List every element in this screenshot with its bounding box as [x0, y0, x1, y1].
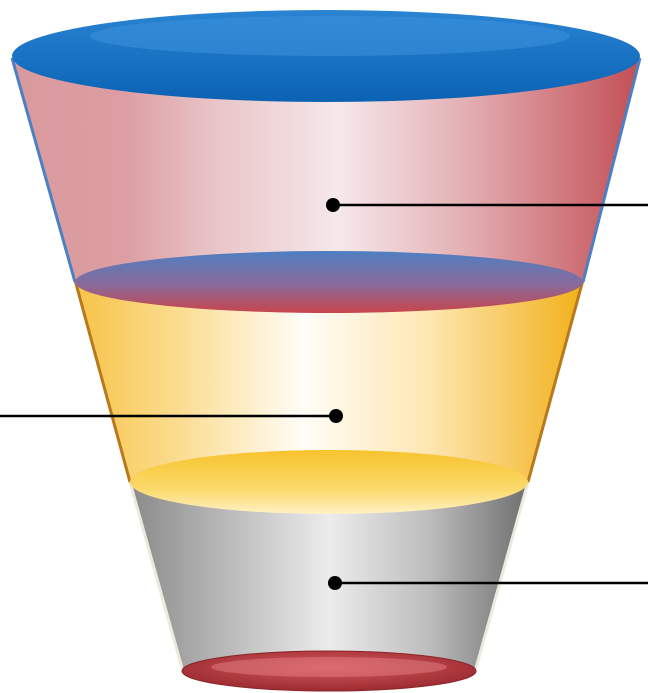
- funnel-band-middle: [75, 280, 583, 482]
- funnel-band-top: [12, 58, 640, 282]
- funnel-stage-top: [10, 10, 642, 313]
- funnel-rim-top-separator: [75, 251, 583, 313]
- funnel-edge-middle-right: [526, 279, 585, 483]
- callout-bottom: [328, 576, 648, 590]
- funnel-edge-middle-left: [73, 279, 132, 483]
- funnel-opening-highlight: [90, 16, 570, 56]
- callout-top: [326, 198, 648, 212]
- callout-dot-top: [326, 198, 340, 212]
- funnel-rim-middle: [130, 450, 528, 514]
- funnel-edge-top-right: [581, 57, 642, 283]
- funnel-base-highlight: [211, 657, 447, 677]
- callout-dot-middle: [329, 409, 343, 423]
- funnel-edge-top-left: [10, 57, 77, 283]
- funnel-edge-bottom-right: [474, 481, 530, 669]
- funnel-edge-bottom-left: [128, 481, 184, 669]
- callout-dot-bottom: [328, 576, 342, 590]
- funnel-band-bottom: [130, 482, 528, 668]
- funnel-stage-bottom: [128, 481, 530, 692]
- funnel-stage-middle: [73, 279, 585, 514]
- callout-middle: [0, 409, 343, 423]
